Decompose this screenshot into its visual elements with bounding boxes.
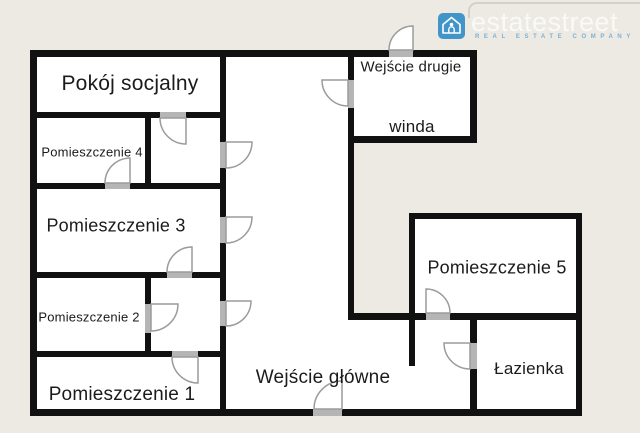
threshold-corridor-2	[220, 217, 226, 243]
wall-room3-bottom-b	[192, 272, 226, 278]
door-arc-bathroom	[443, 342, 471, 370]
wall-outer-right	[576, 213, 582, 416]
threshold-room4	[105, 183, 130, 189]
room-label-winda: winda	[389, 117, 435, 136]
threshold-corridor-3	[220, 301, 226, 326]
room-label-pomieszczenie-2: Pomieszczenie 2	[38, 309, 140, 325]
door-arc-room3	[166, 246, 193, 273]
wall-room4-right	[145, 112, 151, 189]
door-arc-corridor-2	[225, 216, 253, 244]
wall-bath-left-b	[470, 369, 477, 416]
wall-outer-left	[30, 50, 37, 416]
threshold-bathroom	[470, 343, 477, 369]
wall-stub	[409, 320, 415, 366]
door-arc-corridor-3	[225, 300, 252, 327]
brand-name: estatestreet	[471, 7, 619, 37]
wall-corridor-right-a	[348, 50, 354, 80]
wall-room2-right-a	[145, 272, 151, 304]
wall-room5-left	[409, 213, 415, 313]
house-icon	[442, 16, 461, 34]
wall-corridor-left-d	[220, 326, 226, 416]
wall-bottom-right	[342, 409, 582, 416]
wall-top-right	[413, 50, 477, 57]
wall-row1-bottom-a	[30, 183, 105, 189]
wall-corridor-left-a	[220, 50, 226, 142]
door-arc-room2	[150, 303, 179, 332]
header-divider-line	[468, 2, 640, 18]
threshold-main-entrance	[313, 409, 342, 416]
wall-corridor-left-c	[220, 243, 226, 301]
wall-row3-bottom-a	[30, 351, 172, 357]
wall-room2-right-b	[145, 333, 151, 357]
wall-row1-bottom-b	[130, 183, 226, 189]
room-label-pokoj-socjalny: Pokój socjalny	[61, 72, 199, 95]
room-label-pomieszczenie-3: Pomieszczenie 3	[46, 215, 186, 236]
threshold-room5	[426, 313, 450, 320]
wall-row3-bottom-b	[198, 351, 226, 357]
wall-elevator-bottom	[348, 136, 477, 143]
door-arc-room1	[171, 356, 199, 384]
threshold-room2	[145, 304, 151, 333]
wall-corridor-left-b	[220, 168, 226, 217]
wall-social-bottom-b	[186, 112, 226, 118]
wall-bath-left-a	[470, 320, 477, 343]
threshold-room3	[167, 272, 192, 278]
door-arc-social-room	[159, 117, 187, 145]
wall-bottom-left	[30, 409, 313, 416]
wall-elevator-right	[470, 50, 477, 143]
door-arc-room4	[104, 157, 131, 184]
wall-mid-horizontal-b	[450, 313, 582, 320]
wall-room5-top	[409, 213, 582, 219]
room-label-wejscie-drugie: Wejście drugie	[360, 58, 462, 76]
threshold-social-room	[160, 112, 186, 118]
brand-tagline: REAL ESTATE COMPANY	[475, 34, 635, 40]
room-label-wejscie-glowne: Wejście główne	[255, 367, 391, 388]
room-label-pomieszczenie-4: Pomieszczenie 4	[41, 144, 143, 160]
threshold-corridor-1	[220, 142, 226, 168]
floor-elevator-room	[348, 50, 477, 143]
room-label-pomieszczenie-5: Pomieszczenie 5	[427, 257, 567, 278]
wall-top-left	[30, 50, 389, 57]
threshold-second-entrance	[389, 50, 413, 57]
door-arc-corridor-1	[225, 141, 253, 169]
room-label-lazienka: Łazienka	[494, 359, 564, 378]
wall-social-bottom-a	[30, 112, 160, 118]
threshold-room1	[172, 351, 198, 357]
door-arc-main-entrance	[313, 380, 343, 410]
threshold-elevator	[348, 80, 354, 108]
door-arc-elevator	[321, 79, 349, 107]
room-label-pomieszczenie-1: Pomieszczenie 1	[48, 384, 196, 405]
wall-mid-horizontal-a	[348, 313, 426, 320]
wall-corridor-right-b	[348, 108, 354, 320]
wall-room3-bottom-a	[30, 272, 167, 278]
door-arc-room5	[425, 288, 451, 314]
brand-logo: estatestreet REAL ESTATE COMPANY	[438, 7, 638, 45]
door-arc-second-entrance	[388, 25, 414, 51]
brand-logo-box	[438, 13, 465, 39]
